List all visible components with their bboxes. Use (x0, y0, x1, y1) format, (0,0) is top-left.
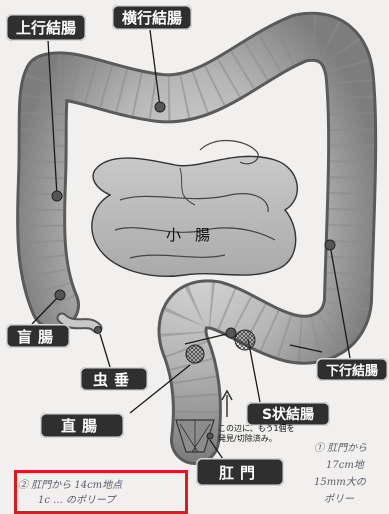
printed-note-line2: 発見/切除済み。 (218, 434, 295, 444)
printed-note-line1: この辺に、もう1個を (218, 424, 295, 434)
label-cecum: 盲腸 (6, 324, 70, 348)
pointer-arrow (222, 391, 232, 417)
label-rectum: 直腸 (40, 413, 124, 438)
label-descending-colon: 下行結腸 (316, 358, 388, 381)
handwritten-note-1-line3: 15mm大の (314, 474, 367, 491)
handwritten-note-1-line1: ① 肛門から (314, 440, 367, 457)
label-small-intestine: 小腸 (166, 224, 224, 245)
handwritten-note-2-line2: 1c ... のポリープ (18, 493, 122, 508)
printed-note: この辺に、もう1個を 発見/切除済み。 (218, 424, 295, 444)
handwritten-note-1: ① 肛門から 17cm地 15mm大の ポリー (314, 440, 367, 508)
label-sigmoid-colon: S状結腸 (246, 402, 330, 426)
polyp-marker-rectum (186, 345, 204, 363)
handwritten-note-2: ② 肛門から 14cm地点 1c ... のポリープ (18, 478, 122, 508)
label-appendix: 虫垂 (80, 367, 148, 391)
handwritten-note-2-line1: ② 肛門から 14cm地点 (18, 478, 122, 493)
label-transverse-colon: 横行結腸 (112, 5, 192, 30)
small-intestine (92, 141, 298, 277)
polyp-marker-sigmoid (235, 330, 255, 350)
label-anus: 肛門 (196, 458, 284, 486)
label-ascending-colon: 上行結腸 (6, 14, 86, 41)
handwritten-note-1-line4: ポリー (314, 491, 367, 508)
handwritten-note-1-line2: 17cm地 (314, 457, 367, 474)
